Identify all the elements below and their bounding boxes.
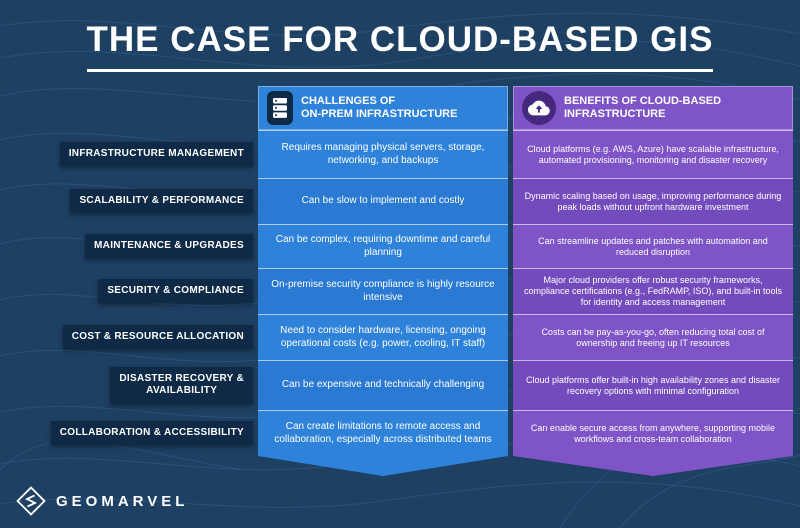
benefit-cell: Cloud platforms offer built-in high avai…: [513, 360, 793, 410]
title-wrap: THE CASE FOR CLOUD-BASED GIS: [0, 0, 800, 72]
row-label-cell: SECURITY & COMPLIANCE: [8, 268, 253, 314]
comparison-table: CHALLENGES OF ON-PREM INFRASTRUCTURE BEN…: [8, 86, 793, 476]
row-label-collaboration-accessibility: COLLABORATION & ACCESSIBILITY: [50, 420, 253, 446]
page-title: THE CASE FOR CLOUD-BASED GIS: [86, 20, 714, 72]
row-label-maintenance-upgrades: MAINTENANCE & UPGRADES: [85, 233, 253, 259]
geomarvel-logo: GEOMARVEL: [16, 486, 188, 516]
row-label-scalability-performance: SCALABILITY & PERFORMANCE: [70, 188, 253, 214]
challenge-cell: On-premise security compliance is highly…: [258, 268, 508, 314]
benefit-cell: Can streamline updates and patches with …: [513, 224, 793, 268]
point-spacer: [8, 456, 253, 476]
geomarvel-logo-icon: [16, 486, 46, 516]
cloud-upload-icon: [522, 91, 556, 125]
challenge-cell: Can be slow to implement and costly: [258, 178, 508, 224]
challenges-header-label: CHALLENGES OF ON-PREM INFRASTRUCTURE: [301, 94, 458, 120]
geomarvel-logo-text: GEOMARVEL: [56, 492, 189, 510]
benefits-banner-point: [513, 456, 793, 476]
benefits-header-label: BENEFITS OF CLOUD-BASED INFRASTRUCTURE: [564, 94, 722, 120]
row-label-cost-resource-allocation: COST & RESOURCE ALLOCATION: [62, 324, 253, 350]
benefits-column-header: BENEFITS OF CLOUD-BASED INFRASTRUCTURE: [513, 86, 793, 130]
server-icon: [267, 91, 293, 125]
benefit-cell: Costs can be pay-as-you-go, often reduci…: [513, 314, 793, 360]
challenge-cell: Need to consider hardware, licensing, on…: [258, 314, 508, 360]
row-label-cell: COLLABORATION & ACCESSIBILITY: [8, 410, 253, 456]
benefit-cell: Can enable secure access from anywhere, …: [513, 410, 793, 456]
row-label-security-compliance: SECURITY & COMPLIANCE: [98, 278, 253, 304]
challenge-cell: Can be complex, requiring downtime and c…: [258, 224, 508, 268]
row-label-infrastructure-management: INFRASTRUCTURE MANAGEMENT: [59, 141, 253, 167]
benefit-cell: Major cloud providers offer robust secur…: [513, 268, 793, 314]
row-label-cell: SCALABILITY & PERFORMANCE: [8, 178, 253, 224]
challenge-cell: Can be expensive and technically challen…: [258, 360, 508, 410]
challenges-banner-point: [258, 456, 508, 476]
row-label-cell: DISASTER RECOVERY & AVAILABILITY: [8, 360, 253, 410]
header-spacer: [8, 86, 253, 130]
row-label-cell: MAINTENANCE & UPGRADES: [8, 224, 253, 268]
row-label-cell: COST & RESOURCE ALLOCATION: [8, 314, 253, 360]
benefit-cell: Dynamic scaling based on usage, improvin…: [513, 178, 793, 224]
challenge-cell: Can create limitations to remote access …: [258, 410, 508, 456]
row-label-cell: INFRASTRUCTURE MANAGEMENT: [8, 130, 253, 178]
challenges-column-header: CHALLENGES OF ON-PREM INFRASTRUCTURE: [258, 86, 508, 130]
row-label-disaster-recovery-availability: DISASTER RECOVERY & AVAILABILITY: [110, 366, 253, 404]
challenge-cell: Requires managing physical servers, stor…: [258, 130, 508, 178]
benefit-cell: Cloud platforms (e.g. AWS, Azure) have s…: [513, 130, 793, 178]
